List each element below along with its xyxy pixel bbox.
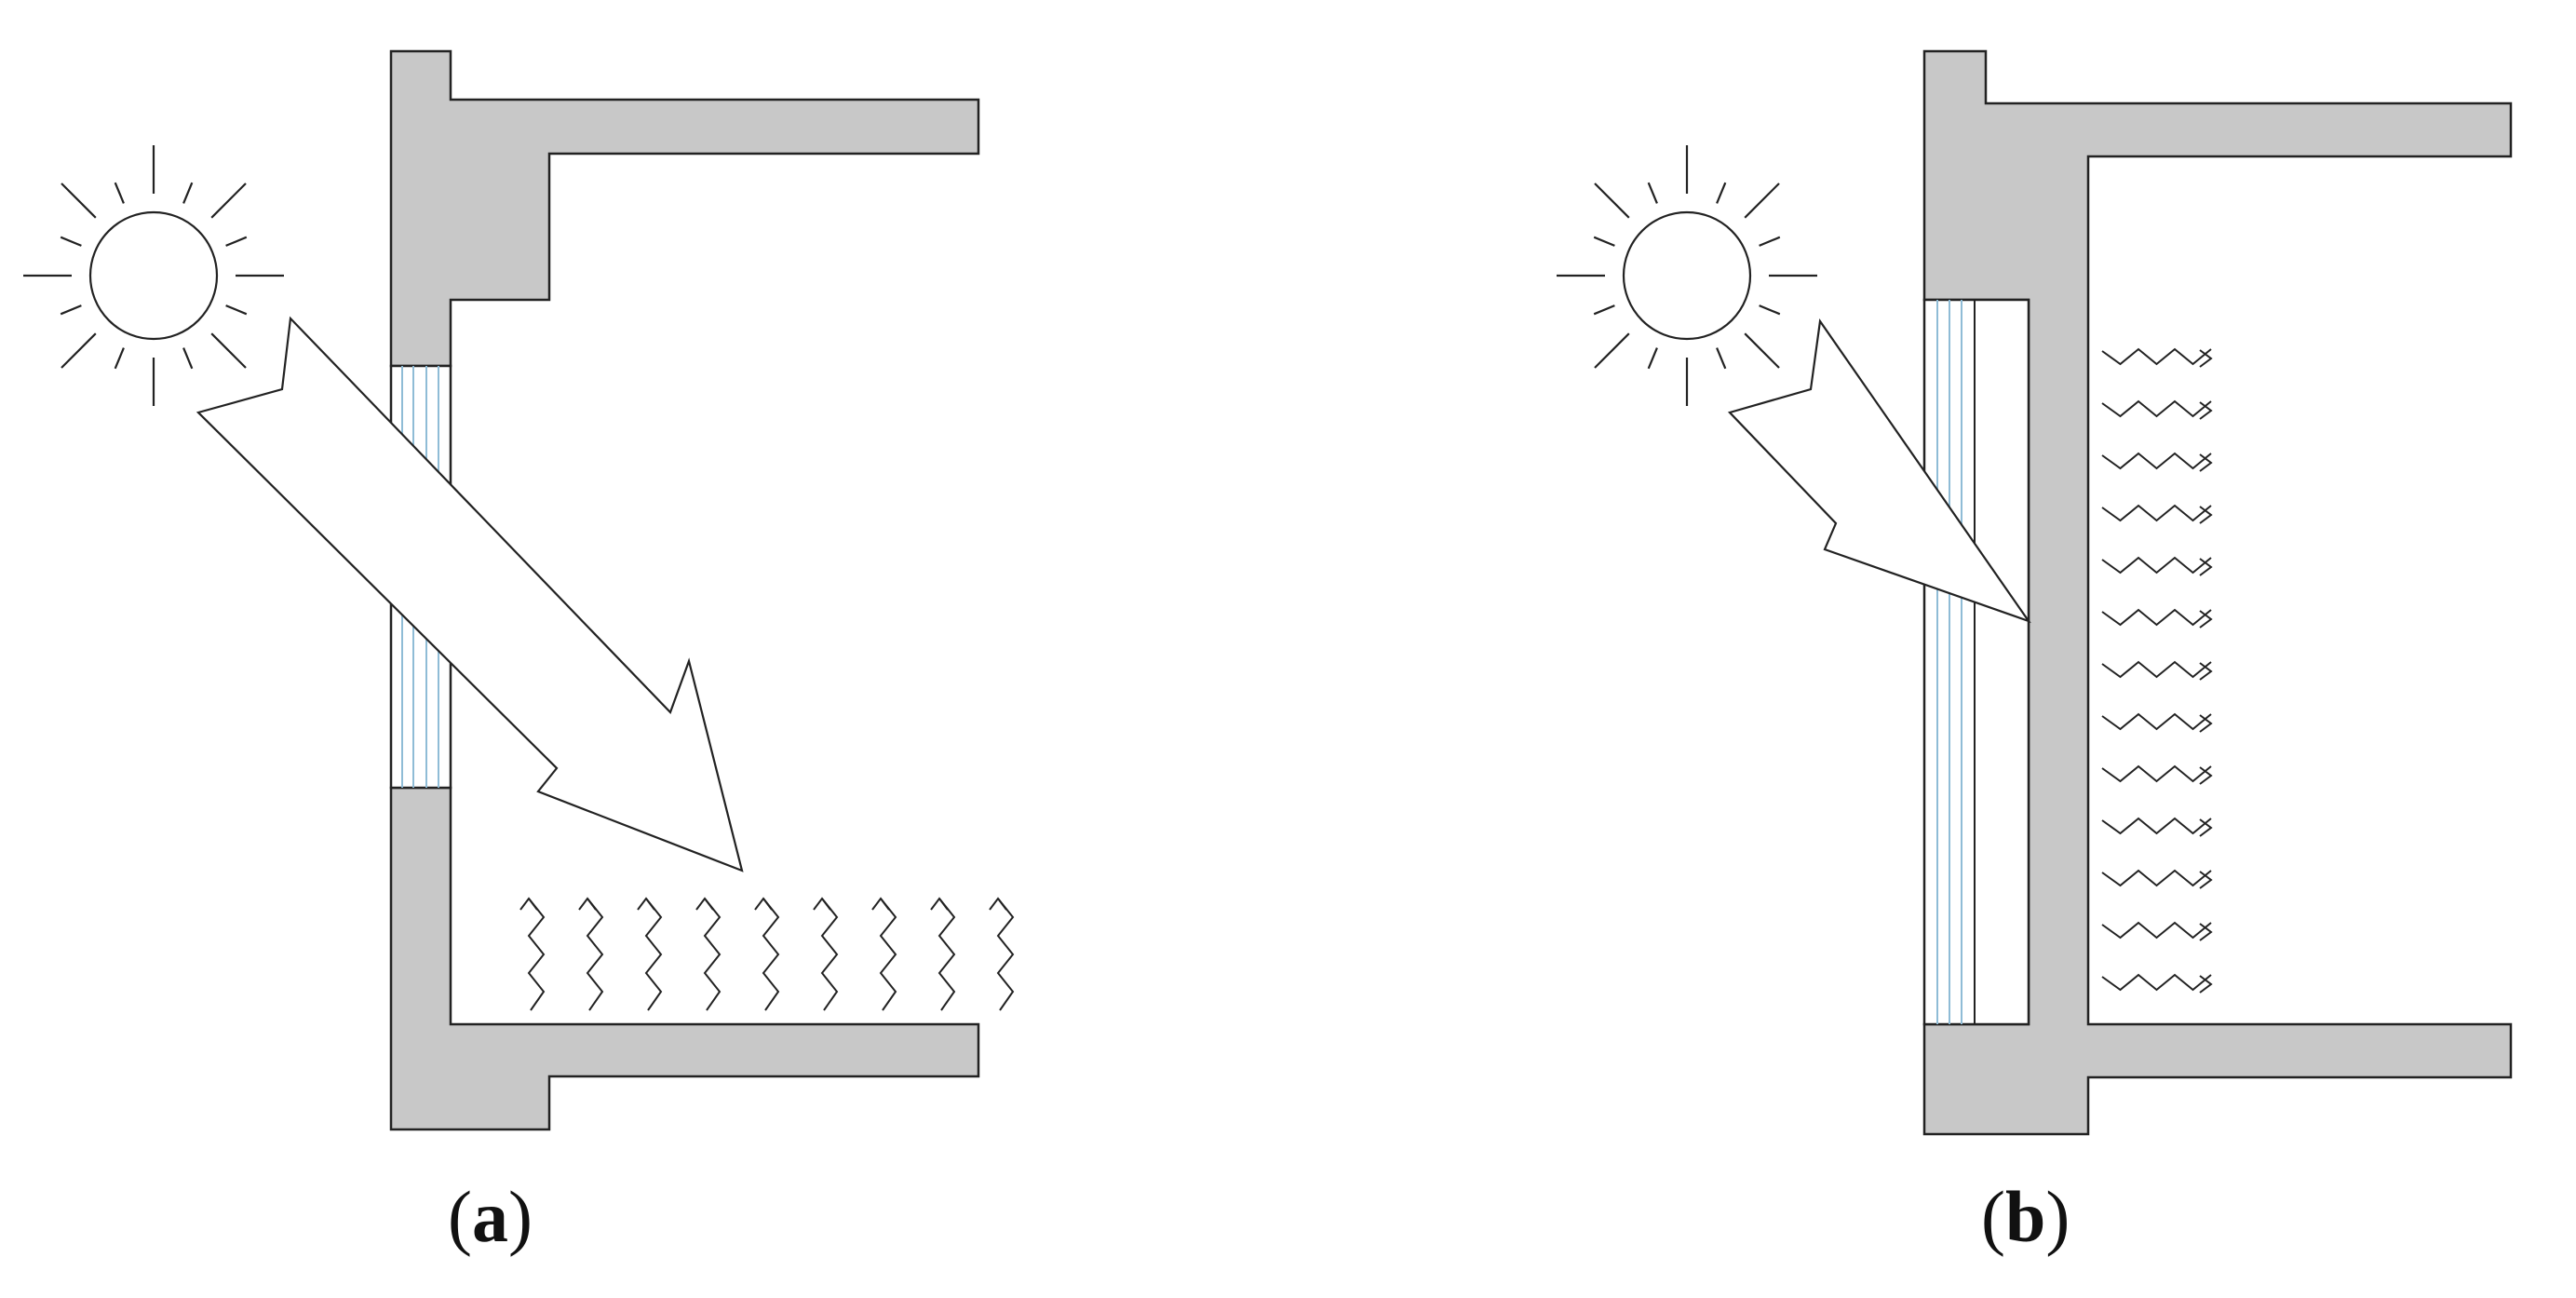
heat-wave-arrow bbox=[2101, 399, 2212, 418]
heat-wave-arrow bbox=[820, 898, 839, 1011]
heat-arrowhead bbox=[2199, 662, 2213, 681]
sun-ray bbox=[182, 182, 194, 204]
sun-ray bbox=[1594, 332, 1630, 369]
sun-ray bbox=[1594, 183, 1630, 219]
heat-wave-arrow bbox=[937, 898, 956, 1011]
heat-wave-arrow bbox=[2101, 504, 2212, 522]
glazing-and-air-gap-b bbox=[1922, 298, 2030, 1026]
heat-waves-rising bbox=[519, 897, 1015, 1011]
upper-wall-a bbox=[389, 49, 980, 368]
heat-arrowhead bbox=[2199, 975, 2213, 994]
heat-arrowhead bbox=[2199, 401, 2213, 420]
heat-wave-arrow bbox=[586, 898, 604, 1011]
sun-ray bbox=[210, 332, 247, 369]
sun-ray bbox=[1593, 236, 1615, 247]
sun-ray bbox=[1744, 332, 1780, 369]
heat-arrowhead bbox=[2199, 453, 2213, 472]
heat-wave-arrow bbox=[2101, 764, 2212, 783]
sun-icon bbox=[23, 145, 284, 406]
sun-ray bbox=[225, 304, 248, 316]
heat-arrowhead bbox=[2199, 610, 2213, 629]
heat-arrowhead bbox=[754, 897, 773, 911]
heat-wave-arrow bbox=[762, 898, 780, 1011]
sun-ray bbox=[1716, 347, 1727, 370]
heat-wave-arrow bbox=[2101, 973, 2212, 992]
heat-arrowhead bbox=[989, 897, 1007, 911]
panel-label-a: (a) bbox=[448, 1176, 533, 1257]
heat-arrowhead bbox=[2199, 558, 2213, 576]
sun-ray bbox=[182, 347, 194, 370]
heat-arrowhead bbox=[2199, 766, 2213, 785]
heat-arrowhead bbox=[2199, 923, 2213, 941]
sun-ray bbox=[210, 183, 247, 219]
heat-wave-arrow bbox=[2101, 921, 2212, 940]
sun-ray bbox=[1759, 304, 1781, 316]
sun-ray bbox=[60, 304, 82, 316]
sun-ray bbox=[61, 183, 97, 219]
panel-b bbox=[1557, 49, 2513, 1136]
heat-wave-arrow bbox=[996, 898, 1015, 1011]
panel-label-b: (b) bbox=[1981, 1176, 2070, 1257]
solar-radiation-arrow-b bbox=[1727, 318, 2031, 624]
heat-wave-arrow bbox=[2101, 817, 2212, 835]
heat-arrowhead bbox=[2199, 714, 2213, 733]
heat-wave-arrow bbox=[527, 898, 546, 1011]
sun-ray bbox=[1759, 236, 1781, 247]
heat-wave-arrow bbox=[703, 898, 722, 1011]
sun-ray bbox=[1716, 182, 1727, 204]
heat-arrowhead bbox=[578, 897, 597, 911]
sun-ray bbox=[1744, 183, 1780, 219]
heat-wave-arrow bbox=[2101, 608, 2212, 627]
heat-arrowhead bbox=[695, 897, 714, 911]
heat-arrowhead bbox=[519, 897, 538, 911]
heat-arrowhead bbox=[2199, 349, 2213, 368]
heat-arrowhead bbox=[2199, 871, 2213, 889]
heat-wave-arrow bbox=[2101, 347, 2212, 366]
heat-arrowhead bbox=[2199, 818, 2213, 837]
heat-wave-arrow bbox=[2101, 869, 2212, 887]
sun-ray bbox=[1593, 304, 1615, 316]
heat-arrowhead bbox=[637, 897, 655, 911]
heat-arrowhead bbox=[2199, 506, 2213, 524]
sun-ray bbox=[61, 332, 97, 369]
heat-wave-arrow bbox=[2101, 556, 2212, 575]
sun-icon bbox=[1557, 145, 1817, 406]
solar-radiation-arrow-a bbox=[196, 316, 744, 872]
heat-wave-arrow bbox=[2101, 452, 2212, 470]
heat-arrowhead bbox=[871, 897, 890, 911]
heat-arrowhead bbox=[813, 897, 831, 911]
sun-ray bbox=[114, 347, 125, 370]
heat-arrowhead bbox=[930, 897, 949, 911]
sun-ray bbox=[60, 236, 82, 247]
sun-ray bbox=[114, 182, 125, 204]
sun-ray bbox=[225, 236, 248, 247]
heat-wave-arrow bbox=[644, 898, 663, 1011]
heat-wave-arrow bbox=[2101, 660, 2212, 679]
heat-wave-arrow bbox=[2101, 712, 2212, 731]
heat-waves-horizontal bbox=[2101, 347, 2213, 994]
sun-ray bbox=[1647, 347, 1658, 370]
heat-wave-arrow bbox=[879, 898, 897, 1011]
panel-a bbox=[23, 49, 1015, 1131]
sun-ray bbox=[1647, 182, 1658, 204]
lower-wall-a bbox=[389, 786, 980, 1131]
